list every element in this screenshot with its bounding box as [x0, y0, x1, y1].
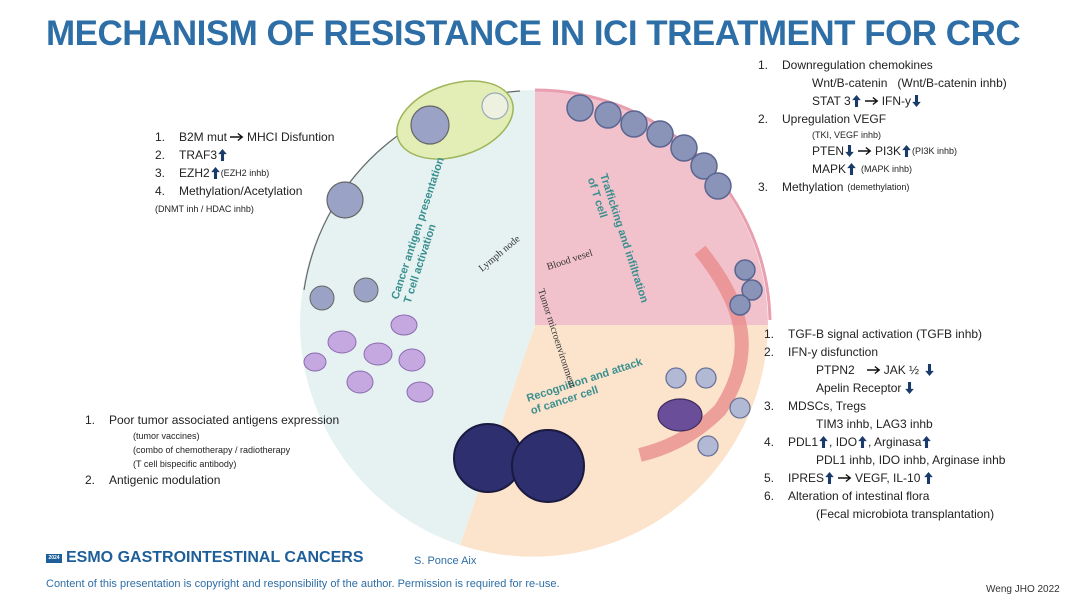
- page-title: MECHANISM OF RESISTANCE IN ICI TREATMENT…: [46, 14, 1021, 53]
- up-arrow-icon: [924, 472, 933, 484]
- dendritic-cell-group: [309, 80, 514, 311]
- list-item: 3. MDSCs, Tregs: [764, 399, 867, 413]
- list-subitem: PTPN2 JAK ½: [764, 361, 1005, 379]
- t-cell-chain: [566, 94, 763, 316]
- right-top-list: 1. Downregulation chemokines Wnt/B-caten…: [758, 56, 1007, 196]
- list-item: 3. EZH2 (EZH2 inhb): [155, 166, 270, 180]
- right-arrow-icon: [858, 146, 872, 156]
- list-subitem: MAPK (MAPK inhb): [812, 162, 913, 176]
- up-arrow-icon: [902, 145, 911, 157]
- list-subitem: PTEN PI3K (PI3K inhb): [812, 144, 958, 158]
- list-subitem: PDL1 inhb, IDO inhb, Arginase inhb: [816, 453, 1006, 467]
- right-arrow-icon: [230, 132, 244, 142]
- down-arrow-icon: [845, 145, 854, 157]
- killing-t-cells: [665, 367, 751, 457]
- down-arrow-icon: [905, 382, 914, 394]
- list-subitem: (TKI, VEGF inhb): [812, 130, 882, 140]
- blood-vessel: [638, 245, 749, 462]
- up-arrow-icon: [211, 167, 220, 179]
- list-item: 1. B2M mut MHCI Disfuntion: [155, 130, 335, 144]
- right-arrow-icon: [867, 365, 881, 375]
- list-subitem: Wnt/B-catenin (Wnt/B-catenin inhb): [812, 76, 1007, 90]
- list-subitem: (DNMT inh / HDAC inhb): [155, 204, 254, 214]
- list-subitem: Apelin Receptor: [764, 379, 1005, 397]
- copyright-notice: Content of this presentation is copyrigh…: [46, 578, 560, 590]
- right-arrow-icon: [838, 473, 852, 483]
- list-subitem: (tumor vaccines): [133, 431, 200, 441]
- up-arrow-icon: [852, 95, 861, 107]
- right-bottom-list: 1. TGF-B signal activation (TGFB inhb) 2…: [764, 325, 1005, 523]
- list-subitem: (Fecal microbiota transplantation): [816, 507, 995, 521]
- list-item: 5. IPRES VEGF, IL-10: [764, 469, 1005, 487]
- list-item: 2. TRAF3: [155, 146, 334, 164]
- list-item: 2. Antigenic modulation: [85, 473, 221, 487]
- down-arrow-icon: [912, 95, 921, 107]
- list-subitem: STAT 3 IFN-y: [758, 92, 1007, 110]
- list-subitem: (combo of chemotherapy / radiotherapy: [133, 445, 291, 455]
- author-name: S. Ponce Aix: [414, 555, 477, 567]
- source-credit: Weng JHO 2022: [986, 584, 1060, 595]
- up-arrow-icon: [218, 149, 227, 161]
- up-arrow-icon: [922, 436, 931, 448]
- list-item: 1. Poor tumor associated antigens expres…: [85, 413, 340, 427]
- tumor-cells: [303, 314, 434, 403]
- left-top-list: 1. B2M mut MHCI Disfuntion 2. TRAF3 3. E…: [155, 128, 334, 218]
- list-item: 1. TGF-B signal activation (TGFB inhb): [764, 327, 983, 341]
- list-item: 4. Methylation/Acetylation: [155, 184, 303, 198]
- up-arrow-icon: [858, 436, 867, 448]
- list-subitem: TIM3 inhb, LAG3 inhb: [816, 417, 933, 431]
- list-item: 2. Upregulation VEGF: [758, 112, 887, 126]
- list-item: 1. Downregulation chemokines: [758, 58, 933, 72]
- list-item: 4. PDL1 , IDO , Arginasa: [764, 433, 1005, 451]
- up-arrow-icon: [819, 436, 828, 448]
- esmo-logo: 2024 ESMO GASTROINTESTINAL CANCERS: [46, 549, 364, 567]
- left-bottom-list: 1. Poor tumor associated antigens expres…: [85, 411, 339, 489]
- list-item: 2. IFN-y disfunction: [764, 345, 879, 359]
- logo-year-badge: 2024: [46, 553, 62, 563]
- list-item: 3. Methylation (demethylation): [758, 180, 910, 194]
- list-subitem: (T cell bispecific antibody): [133, 459, 237, 469]
- tumor-mass: [453, 423, 585, 503]
- up-arrow-icon: [847, 163, 856, 175]
- down-arrow-icon: [925, 364, 934, 376]
- list-item: 6. Alteration of intestinal flora: [764, 489, 930, 503]
- right-arrow-icon: [865, 96, 879, 106]
- up-arrow-icon: [825, 472, 834, 484]
